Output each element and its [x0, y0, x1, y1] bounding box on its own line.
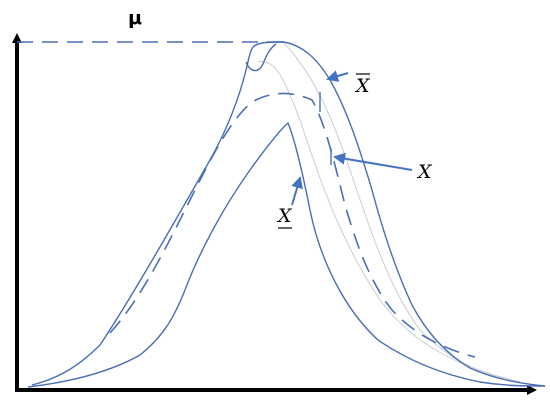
- faint-guide-lower: [257, 61, 521, 383]
- lower-membership-curve: [27, 121, 546, 388]
- y-axis-label: μ: [128, 7, 142, 29]
- middle-curve-pointer-arrow: [333, 152, 413, 171]
- axes: [12, 33, 537, 395]
- upper-membership-curve: [31, 41, 546, 387]
- lower-curve-label-text: X: [276, 205, 293, 227]
- upper-curve-label-text: X: [354, 75, 371, 97]
- middle-curve-label: X: [416, 161, 433, 183]
- peak-notch: [245, 43, 277, 72]
- upper-curve-pointer-arrow: [326, 70, 349, 82]
- upper-curve-label: X: [354, 73, 371, 97]
- lower-curve-label: X: [276, 205, 293, 229]
- lower-curve-pointer-arrow: [291, 176, 303, 206]
- middle-dashed-curve: [109, 92, 476, 358]
- faint-guide-upper: [282, 41, 521, 383]
